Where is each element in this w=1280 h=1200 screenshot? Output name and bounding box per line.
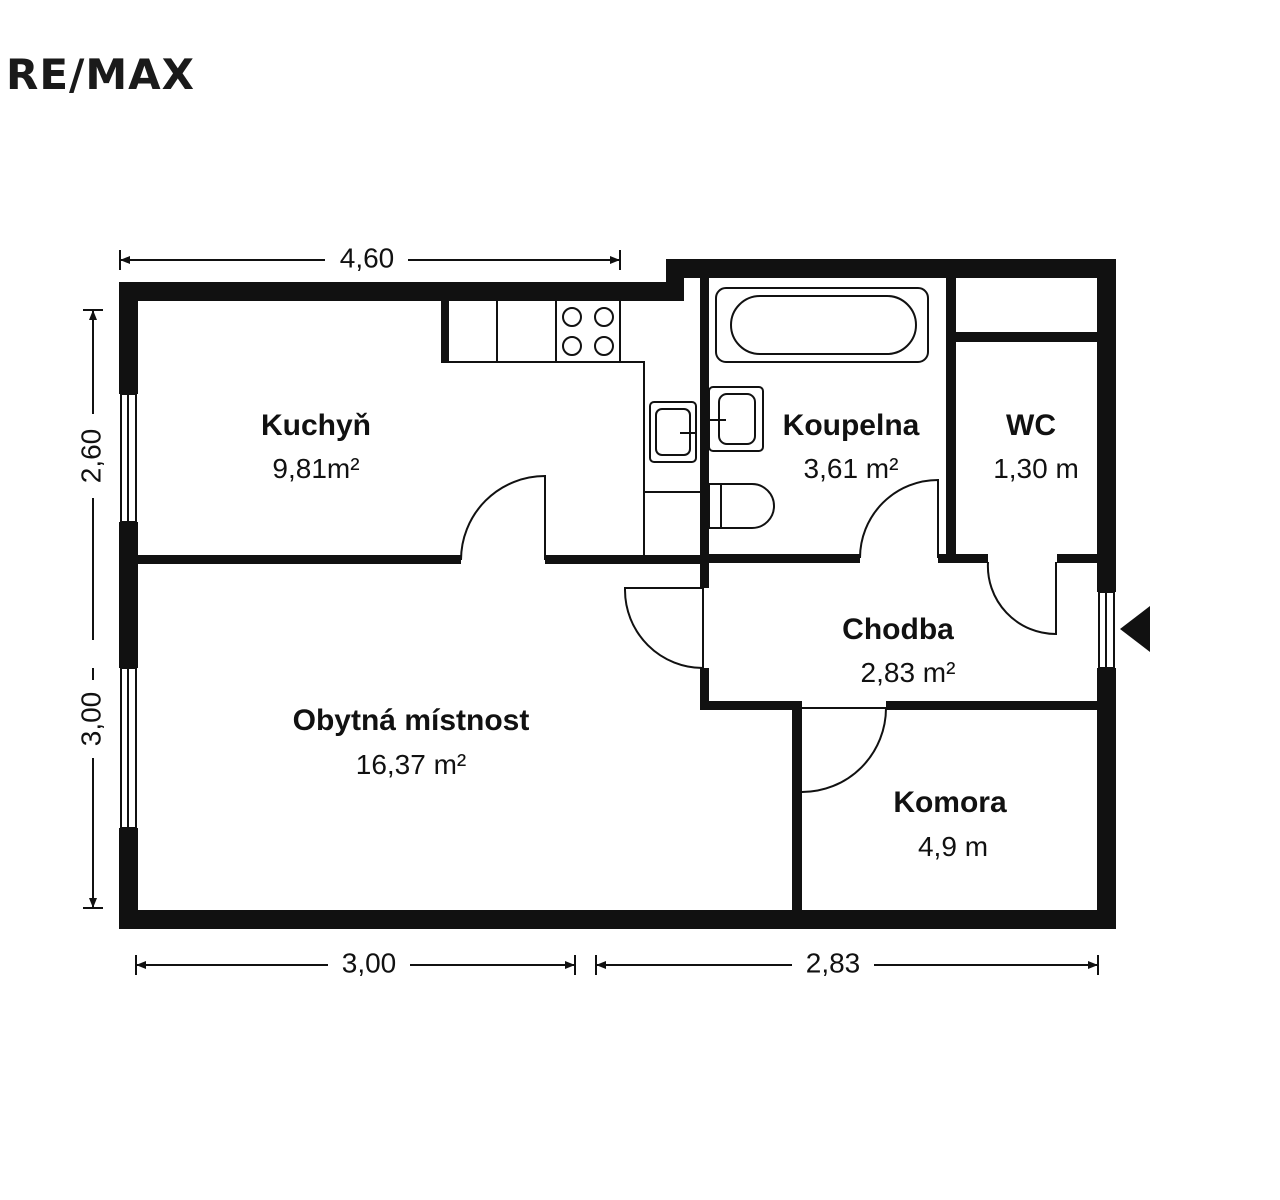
room-area-bathroom: 3,61 m² <box>804 453 899 484</box>
stove-burner-icon <box>562 307 582 327</box>
room-name-bathroom: Koupelna <box>783 409 920 442</box>
dim-arrow <box>120 256 130 264</box>
dimension-lines <box>83 250 1099 975</box>
door-storage <box>801 707 888 793</box>
stove-burner-icon <box>594 307 614 327</box>
wall-wc-shelf <box>946 332 1098 342</box>
dim-arrow <box>610 256 620 264</box>
wall-right-2 <box>1097 668 1116 929</box>
dim-arrow <box>89 898 97 908</box>
wall-bath-bottom-right <box>938 554 988 563</box>
stove-burner-icon <box>562 336 582 356</box>
dim-label-left-lower: 3,00 <box>75 692 106 747</box>
wall-hall-jog <box>700 668 709 710</box>
interior-walls <box>136 278 1099 913</box>
door-kitchen <box>460 474 546 561</box>
room-area-wc: 1,30 m <box>993 453 1079 484</box>
wall-living-storage <box>792 701 802 913</box>
dim-label-left-upper: 2,60 <box>75 429 106 484</box>
wall-hall-storage <box>886 701 1098 710</box>
dim-arrow <box>1088 961 1098 969</box>
room-name-storage: Komora <box>893 786 1007 819</box>
door-living <box>624 587 704 670</box>
wall-kitchen-living-left <box>136 555 461 564</box>
room-name-wc: WC <box>1006 409 1056 442</box>
windows <box>120 393 1115 829</box>
room-name-hallway: Chodba <box>842 613 954 646</box>
dim-arrow <box>89 310 97 320</box>
dim-arrow <box>565 961 575 969</box>
bathtub-icon <box>715 287 929 363</box>
door-bathroom <box>859 478 939 559</box>
room-area-kitchen: 9,81m² <box>272 453 359 484</box>
wall-wc-bottom <box>1057 554 1099 563</box>
counter-outline <box>449 361 645 556</box>
bathroom-fixtures <box>708 287 929 529</box>
door-wc <box>986 561 1057 636</box>
wall-right-1 <box>1097 259 1116 592</box>
doors <box>460 474 1057 793</box>
wall-kitchen-living-right <box>545 555 709 564</box>
wall-kitchen-bath <box>700 278 709 588</box>
room-area-hallway: 2,83 m² <box>861 657 956 688</box>
entrance-arrow-icon <box>1120 606 1150 652</box>
dim-label-top: 4,60 <box>340 242 395 273</box>
wall-left-3 <box>119 828 138 928</box>
toilet-icon <box>708 483 775 529</box>
counter-end-wall <box>441 299 449 363</box>
wall-hall-living-top <box>700 701 800 710</box>
room-name-living: Obytná místnost <box>293 704 530 737</box>
bathtub-basin <box>730 295 917 355</box>
dim-label-bottom-right: 2,83 <box>806 947 861 978</box>
wall-left-2 <box>119 522 138 668</box>
outer-walls <box>119 259 1116 929</box>
dim-arrow <box>136 961 146 969</box>
wall-top-right <box>666 259 1116 278</box>
room-area-storage: 4,9 m <box>918 831 988 862</box>
remax-logo: RE/MAX <box>6 50 196 99</box>
room-name-kitchen: Kuchyň <box>261 409 371 442</box>
dim-arrow <box>596 961 606 969</box>
dim-label-bottom-left: 3,00 <box>342 947 397 978</box>
wall-top-kitchen <box>119 282 684 301</box>
wall-bath-wc <box>946 278 956 563</box>
kitchen-fixtures <box>441 299 700 556</box>
stove-burner-icon <box>594 336 614 356</box>
wall-bottom <box>119 910 1116 929</box>
wall-left-1 <box>119 282 138 394</box>
room-area-living: 16,37 m² <box>356 749 467 780</box>
wall-bath-bottom-left <box>700 554 860 563</box>
